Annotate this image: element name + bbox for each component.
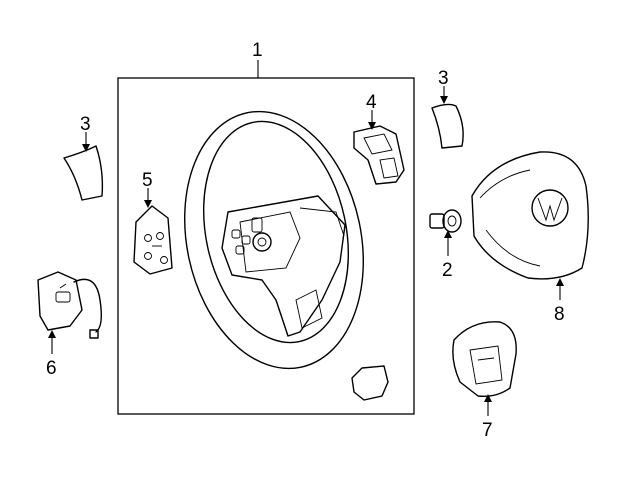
steering-wheel-icon	[184, 110, 364, 370]
trim-cover-icon	[63, 145, 104, 201]
switch-panel-icon	[133, 205, 173, 275]
trim-cover-icon-right	[431, 103, 464, 149]
callout-6: 6	[46, 358, 57, 379]
callout-4: 4	[366, 92, 377, 113]
callout-7: 7	[482, 420, 493, 441]
trim-clip-icon	[351, 365, 389, 401]
airbag-module-icon	[471, 151, 589, 280]
bolt-icon	[429, 209, 462, 233]
paddle-switch-icon	[353, 125, 405, 185]
assembly-frame	[117, 77, 415, 415]
wiring-harness-icon	[37, 271, 103, 339]
callout-3-left: 3	[80, 114, 91, 135]
callout-2: 2	[442, 260, 453, 281]
clock-spring-icon	[452, 321, 517, 398]
callout-8: 8	[554, 304, 565, 325]
callout-1: 1	[252, 40, 263, 61]
callout-3-right: 3	[438, 68, 449, 89]
callout-5: 5	[142, 170, 153, 191]
